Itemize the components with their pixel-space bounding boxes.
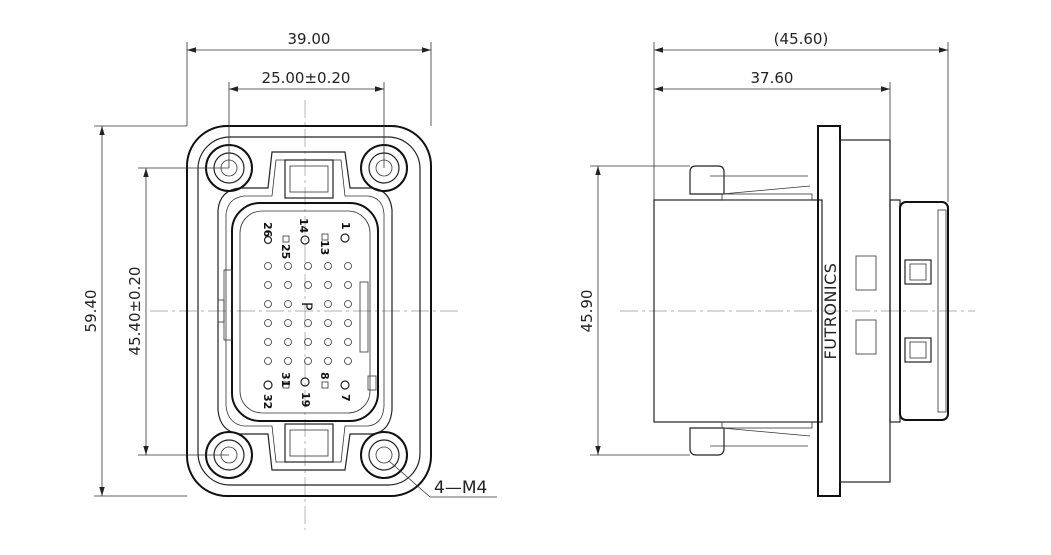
dimension-length-overall: (45.60) — [653, 30, 949, 202]
dimension-height-overall: 59.40 — [82, 125, 187, 497]
hole-callout-label: 4—M4 — [434, 478, 487, 498]
pin-label-25: 25 — [279, 244, 292, 259]
left-polarization-key — [217, 299, 225, 323]
dimension-width-overall: 39.00 — [186, 30, 432, 126]
front-view: 26 14 1 25 13 P 31 8 32 19 7 39.00 25.00… — [82, 30, 497, 530]
dimension-label-length-body: 37.60 — [751, 69, 794, 87]
pin-label-1: 1 — [339, 222, 352, 230]
front-flange-inner-outline — [197, 136, 421, 486]
side-bottom-latch — [689, 427, 725, 456]
pin-label-32: 32 — [261, 394, 274, 409]
insert-key-letter: P — [298, 302, 314, 310]
front-shell-inner-outline — [225, 159, 385, 463]
pin-cavity — [340, 233, 350, 243]
contact-cavities — [263, 233, 352, 390]
dimension-label-body-height: 45.90 — [578, 290, 596, 333]
dimension-length-body: 37.60 — [654, 69, 891, 140]
side-view: FUTRONICS (45.60) 37.60 — [578, 30, 975, 497]
side-rear-clip-inner — [909, 341, 927, 359]
pin-cavity-plug — [321, 381, 329, 389]
side-rear-clip-inner — [909, 263, 927, 281]
dimension-hole-spacing-horizontal: 25.00±0.20 — [228, 69, 385, 168]
pin-label-7: 7 — [339, 394, 352, 402]
pin-label-14: 14 — [297, 218, 310, 234]
side-body-step — [721, 421, 813, 429]
dimension-label-hole-spacing-vertical: 45.40±0.20 — [126, 267, 144, 356]
dimension-label-hole-spacing-horizontal: 25.00±0.20 — [262, 69, 351, 87]
right-polarization-key — [367, 375, 377, 391]
pin-cavity-plug — [282, 235, 290, 243]
side-rear-clip — [904, 337, 932, 363]
side-body-step — [721, 193, 813, 201]
pin-cavity — [300, 235, 310, 245]
side-rear-window — [855, 319, 877, 355]
pin-cavity-plug — [321, 233, 329, 241]
dimension-label-width-overall: 39.00 — [288, 30, 331, 48]
hole-callout: 4—M4 — [388, 460, 497, 498]
side-rear-window — [855, 255, 877, 291]
bottom-latch-inner — [289, 429, 329, 457]
pin-cavity-plug — [282, 381, 290, 389]
left-guide-rib — [223, 269, 233, 341]
dimension-label-height-overall: 59.40 — [82, 290, 100, 333]
pin-label-26: 26 — [261, 222, 274, 238]
side-top-latch — [689, 165, 725, 195]
mounting-hole-bottom-right — [360, 431, 408, 479]
pin-label-8: 8 — [318, 372, 331, 380]
side-rear-clip — [904, 259, 932, 285]
dimension-label-length-overall: (45.60) — [774, 30, 829, 48]
side-rear-nut-edge — [937, 209, 947, 413]
brand-text: FUTRONICS — [821, 263, 840, 360]
pin-label-13: 13 — [318, 240, 331, 255]
pin-cavity — [263, 235, 273, 245]
right-guide-rib — [359, 281, 369, 353]
bottom-latch — [284, 423, 334, 463]
side-rear-nut — [899, 201, 949, 421]
side-body-edge — [721, 185, 811, 195]
insert-inner-outline — [239, 210, 371, 414]
dimension-hole-spacing-vertical: 45.40±0.20 — [126, 167, 229, 456]
top-latch-inner — [289, 165, 329, 193]
front-flange-outline — [186, 125, 432, 497]
dimension-body-height: 45.90 — [578, 165, 690, 456]
pin-label-31: 31 — [279, 372, 292, 387]
pin-label-19: 19 — [299, 392, 312, 407]
side-body-edge — [721, 427, 811, 437]
top-latch — [284, 159, 334, 199]
